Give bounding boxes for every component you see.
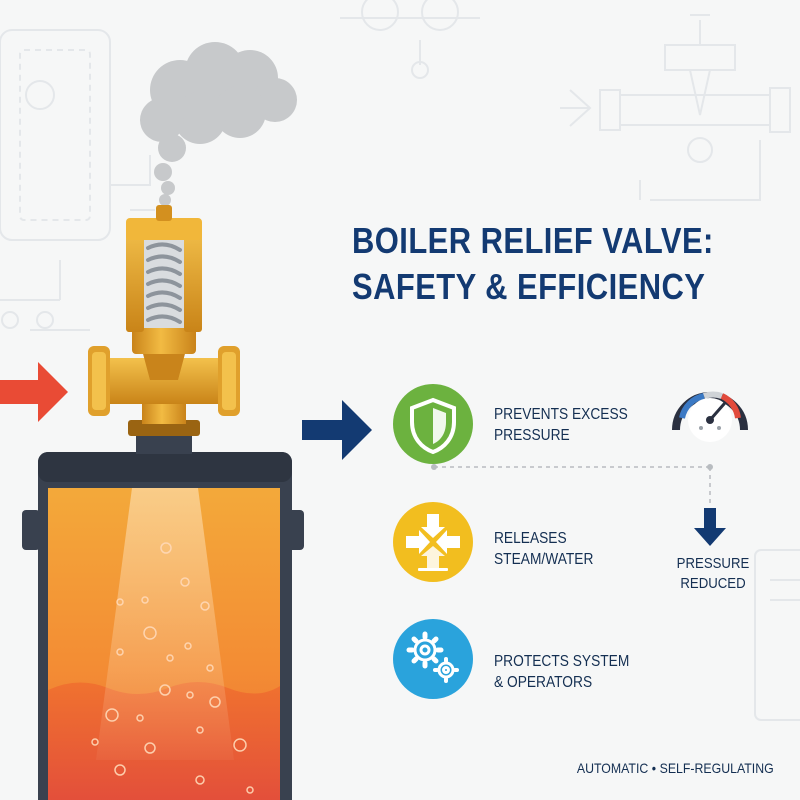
connector-line [431,464,713,505]
footer-self-regulating: SELF-REGULATING [659,760,774,776]
feature-badge-gears [393,619,473,699]
feature-badge-shield [393,384,473,464]
boiler-tank [22,452,304,800]
feature-label-line: RELEASES [494,530,567,547]
feature-label-line: & OPERATORS [494,674,593,691]
release-arrows-icon [406,514,460,571]
feature-label-line: PREVENTS EXCESS [494,406,628,423]
background-line-art [0,0,800,721]
feature-label-releases: RELEASES STEAM/WATER [494,528,593,570]
feature-label-protects: PROTECTS SYSTEM & OPERATORS [494,651,629,693]
footer-tagline: AUTOMATIC•SELF-REGULATING [577,760,774,776]
pressure-label-line: REDUCED [680,575,746,592]
pressure-down-arrow [694,508,726,546]
pressure-gauge-icon [672,391,748,442]
steam-cloud [140,42,297,206]
feature-label-line: STEAM/WATER [494,551,594,568]
pressure-label-line: PRESSURE [676,555,750,572]
page-title: BOILER RELIEF VALVE: SAFETY & EFFICIENCY [352,218,714,310]
feature-badge-release [393,502,473,582]
feature-label-line: PROTECTS SYSTEM [494,653,630,670]
footer-separator: • [652,760,657,776]
footer-automatic: AUTOMATIC [577,760,649,776]
shield-icon [410,397,456,455]
title-line-1: BOILER RELIEF VALVE: [352,220,714,261]
relief-valve [88,205,240,454]
outlet-arrow [302,400,372,460]
gears-icon [406,631,459,683]
pressure-reduced-label: PRESSURE REDUCED [673,554,752,594]
title-line-2: SAFETY & EFFICIENCY [352,266,706,307]
feature-label-line: PRESSURE [494,427,570,444]
inlet-arrow [0,362,68,422]
feature-label-prevents: PREVENTS EXCESS PRESSURE [494,404,628,446]
